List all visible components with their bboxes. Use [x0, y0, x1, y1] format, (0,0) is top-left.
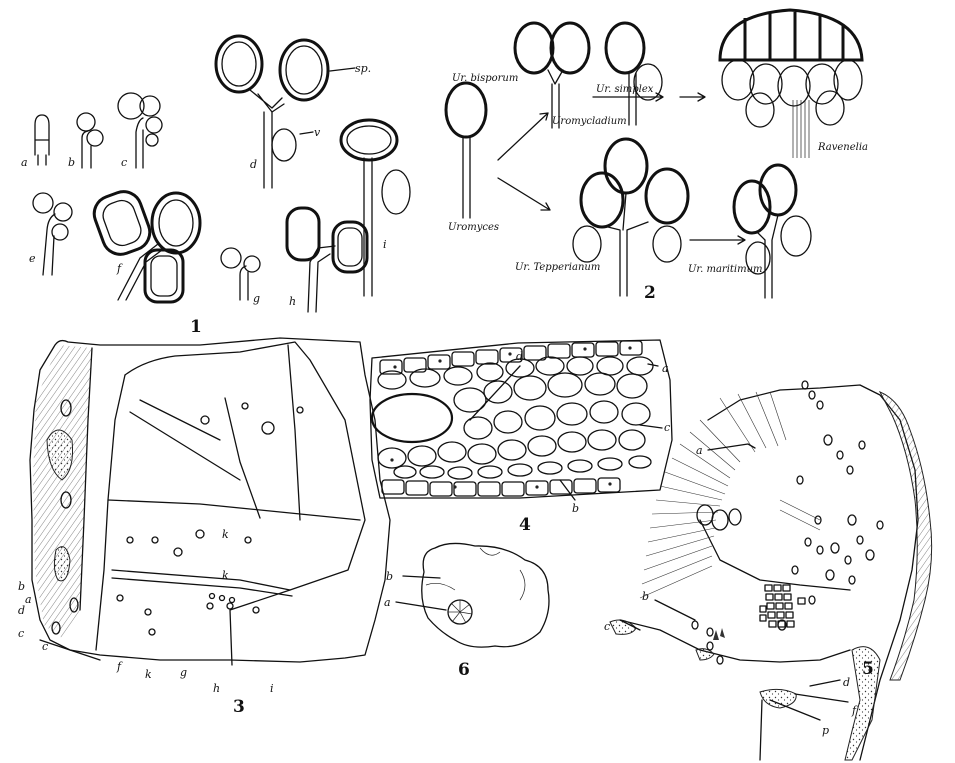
- fig5-label-d: d: [843, 676, 850, 689]
- fig2-number: 2: [644, 283, 656, 303]
- fig1-label-b: b: [68, 156, 75, 169]
- fig1-label-e: e: [29, 252, 36, 265]
- fig3-label-a: a: [25, 593, 32, 606]
- fig1-number: 1: [190, 317, 202, 337]
- fig1-i-spore: [341, 120, 410, 296]
- fig1-label-v: v: [314, 126, 321, 139]
- fig2-bisporum-spore: [515, 23, 589, 128]
- fig2-label-uromyces: Uromyces: [448, 222, 499, 233]
- fig1-label-d: d: [250, 158, 257, 171]
- fig3-label-g: g: [180, 666, 187, 679]
- fig1-label-a: a: [21, 156, 28, 169]
- fig1-label-i: i: [383, 238, 387, 251]
- fig1-f-spore: [89, 187, 200, 302]
- fig5-label-p: p: [822, 724, 829, 737]
- fig3-label-k2: k: [222, 569, 229, 582]
- fig5-label-b: b: [642, 590, 649, 603]
- fig6-label-b: b: [386, 570, 393, 583]
- fig3-label-h: h: [213, 682, 220, 695]
- fig2-label-ravenelia: Ravenelia: [817, 142, 868, 153]
- fig5-label-c: c: [604, 620, 610, 633]
- fig4-label-b: b: [572, 502, 579, 515]
- fig6-label-a: a: [384, 596, 391, 609]
- fig1-label-h: h: [289, 295, 296, 308]
- fig1-e-spore: [33, 193, 72, 275]
- fig3-number: 3: [233, 697, 245, 717]
- fig4-label-c: c: [664, 421, 670, 434]
- figure-6: b a 6: [384, 543, 549, 680]
- fig1-label-sp: sp.: [355, 62, 371, 75]
- fig2-label-simplex: Ur. simplex: [596, 84, 654, 95]
- fig6-number: 6: [458, 660, 470, 680]
- fig1-d-spore: [216, 36, 355, 188]
- fig1-label-f: f: [116, 262, 123, 275]
- fig2-maritimum-spore: [734, 165, 811, 298]
- fig3-label-c2: c: [42, 640, 48, 653]
- figure-4: d a c b 4: [370, 340, 672, 535]
- fig2-simplex-spore: [606, 23, 662, 125]
- figure-5: a b c d f p 5: [604, 381, 932, 760]
- fig2-uromyces-spore: [446, 83, 486, 218]
- fig1-h-spore: [287, 208, 367, 312]
- figure-3: b a d c c f k k k g h i 3: [18, 338, 390, 717]
- fig2-label-maritimum: Ur. maritimum: [688, 264, 763, 275]
- fig2-label-bisporum: Ur. bisporum: [452, 73, 518, 84]
- fig3-label-c1: c: [18, 627, 24, 640]
- fig3-label-b: b: [18, 580, 25, 593]
- fig3-label-k3: k: [145, 668, 152, 681]
- fig3-label-i: i: [270, 682, 274, 695]
- fig4-number: 4: [519, 515, 531, 535]
- fig3-label-f: f: [116, 660, 123, 673]
- figure-1: a b c d e f g h i sp. v 1: [21, 36, 410, 337]
- fig3-label-d: d: [18, 604, 25, 617]
- fig5-label-a: a: [696, 444, 703, 457]
- figure-2: Ur. bisporum Ur. simplex Uromycladium Ra…: [446, 10, 868, 303]
- fig1-b-spore: [77, 113, 103, 168]
- fig5-number: 5: [862, 659, 874, 679]
- fig3-label-k1: k: [222, 528, 229, 541]
- fig2-label-tepperianum: Ur. Tepperianum: [515, 262, 600, 273]
- fig1-label-g: g: [253, 292, 260, 305]
- fig2-label-uromycladium: Uromycladium: [552, 116, 627, 127]
- fig1-a-spore: [35, 115, 49, 165]
- fig4-label-d: d: [516, 350, 523, 363]
- fig4-label-a: a: [662, 362, 669, 375]
- fig2-ravenelia-head: [720, 10, 862, 158]
- fig1-label-c: c: [121, 156, 127, 169]
